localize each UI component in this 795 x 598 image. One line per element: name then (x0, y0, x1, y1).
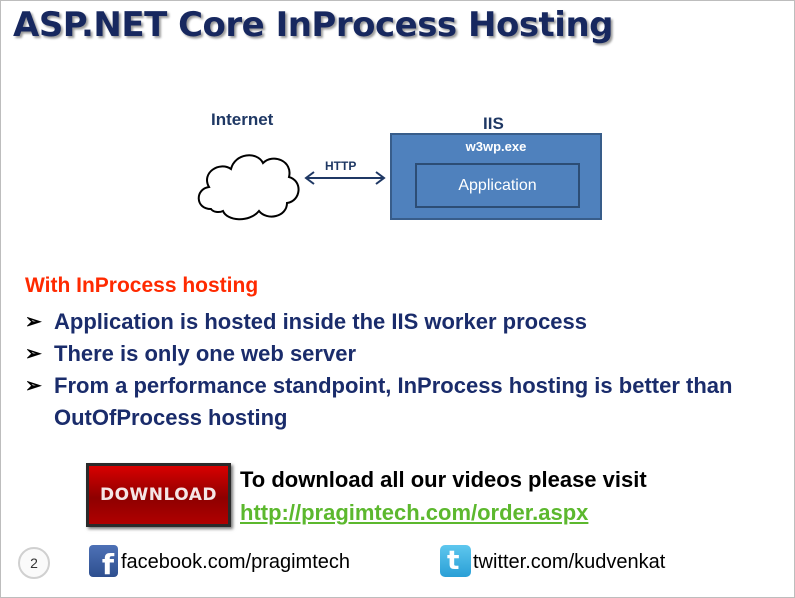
page-number: 2 (18, 547, 50, 579)
list-item: ➢ Application is hosted inside the IIS wo… (25, 306, 785, 338)
arrow-bullet-icon: ➢ (25, 375, 42, 397)
facebook-link[interactable]: facebook.com/pragimtech (121, 551, 351, 573)
iis-label: IIS (483, 114, 504, 133)
http-arrow (304, 171, 386, 185)
w3wp-label: w3wp.exe (465, 139, 527, 154)
bullet-text: Application is hosted inside the IIS wor… (54, 309, 588, 334)
internet-label: Internet (211, 110, 274, 129)
download-button[interactable]: DOWNLOAD (86, 463, 231, 527)
bullet-text: From a performance standpoint, InProcess… (54, 373, 733, 430)
hosting-diagram: Internet HTTP IIS w3wp.exe Application (1, 1, 794, 261)
download-text: To download all our videos please visit (240, 467, 647, 492)
application-box: Application (415, 163, 580, 208)
arrow-bullet-icon: ➢ (25, 343, 42, 365)
twitter-link[interactable]: twitter.com/kudvenkat (473, 551, 666, 573)
http-label: HTTP (325, 159, 357, 173)
twitter-icon: t (440, 545, 471, 577)
bullet-list: ➢ Application is hosted inside the IIS wo… (25, 306, 785, 434)
facebook-icon: f (89, 545, 118, 579)
cloud-icon (197, 154, 300, 221)
list-item: ➢ From a performance standpoint, InProces… (25, 370, 785, 434)
slide-title: ASP.NET Core InProcess Hosting (13, 5, 614, 45)
intro-heading: With InProcess hosting (25, 274, 259, 297)
download-link[interactable]: http://pragimtech.com/order.aspx (240, 500, 589, 525)
bullet-text: There is only one web server (54, 341, 357, 366)
download-button-label: DOWNLOAD (99, 485, 218, 505)
arrow-bullet-icon: ➢ (25, 311, 42, 333)
iis-worker-process-box: w3wp.exe Application (390, 133, 602, 220)
list-item: ➢ There is only one web server (25, 338, 785, 370)
